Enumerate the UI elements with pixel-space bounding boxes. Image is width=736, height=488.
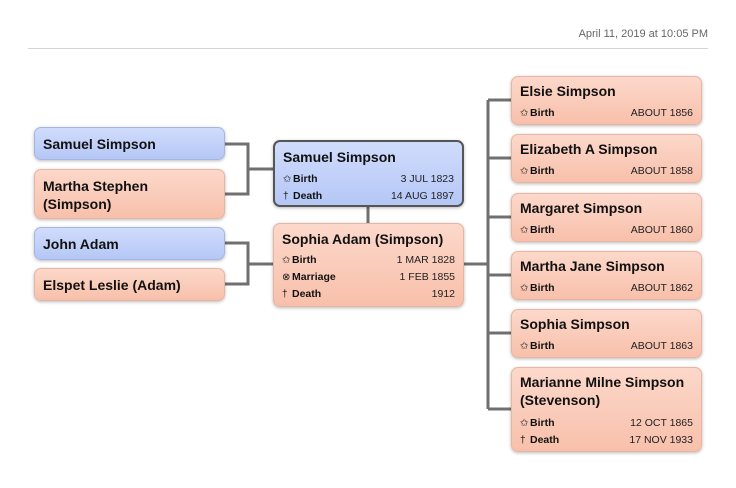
- birth-event: ✩Birth ABOUT 1858: [520, 165, 693, 177]
- person-name: Martha Jane Simpson: [520, 258, 665, 274]
- connector-children: [462, 98, 512, 411]
- connector-paternal-grandparents: [225, 142, 274, 196]
- person-name: Elspet Leslie (Adam): [43, 277, 181, 293]
- rings-icon: ⊗: [282, 272, 291, 283]
- birth-event: ✩Birth ABOUT 1862: [520, 282, 693, 294]
- person-name: John Adam: [43, 236, 119, 252]
- birth-event: ✩Birth 3 JUL 1823: [283, 173, 454, 185]
- child-card[interactable]: Margaret Simpson ✩Birth ABOUT 1860: [511, 193, 702, 242]
- grandparent-card-maternal-grandfather[interactable]: John Adam: [34, 227, 225, 260]
- star-icon: ✩: [520, 418, 529, 429]
- birth-event: ✩Birth 1 MAR 1828: [282, 254, 455, 266]
- person-name: Marianne Milne Simpson (Stevenson): [520, 374, 685, 408]
- death-event: †Death 1912: [282, 288, 455, 300]
- child-card[interactable]: Elsie Simpson ✩Birth ABOUT 1856: [511, 76, 702, 125]
- star-icon: ✩: [520, 341, 529, 352]
- child-card[interactable]: Sophia Simpson ✩Birth ABOUT 1863: [511, 309, 702, 358]
- father-card[interactable]: Samuel Simpson ✩Birth 3 JUL 1823 †Death …: [273, 140, 464, 207]
- grandparent-card-paternal-grandfather[interactable]: Samuel Simpson: [34, 127, 225, 160]
- child-card[interactable]: Elizabeth A Simpson ✩Birth ABOUT 1858: [511, 134, 702, 183]
- star-icon: ✩: [283, 174, 292, 185]
- person-name: Elsie Simpson: [520, 83, 616, 99]
- grandparent-card-paternal-grandmother[interactable]: Martha Stephen (Simpson): [34, 169, 225, 219]
- person-name: Samuel Simpson: [283, 149, 396, 165]
- birth-event: ✩Birth ABOUT 1856: [520, 107, 693, 119]
- star-icon: ✩: [282, 255, 291, 266]
- star-icon: ✩: [520, 108, 529, 119]
- cross-icon: †: [283, 191, 289, 202]
- connector-maternal-grandparents: [225, 241, 274, 286]
- person-name: Margaret Simpson: [520, 200, 643, 216]
- cross-icon: †: [520, 435, 526, 446]
- star-icon: ✩: [520, 225, 529, 236]
- birth-event: ✩Birth 12 OCT 1865: [520, 417, 693, 429]
- birth-event: ✩Birth ABOUT 1860: [520, 224, 693, 236]
- death-event: †Death 14 AUG 1897: [283, 190, 454, 202]
- star-icon: ✩: [520, 166, 529, 177]
- star-icon: ✩: [520, 283, 529, 294]
- header-divider: [28, 48, 708, 49]
- child-card[interactable]: Martha Jane Simpson ✩Birth ABOUT 1862: [511, 251, 702, 300]
- birth-event: ✩Birth ABOUT 1863: [520, 340, 693, 352]
- child-card[interactable]: Marianne Milne Simpson (Stevenson) ✩Birt…: [511, 367, 702, 452]
- marriage-event: ⊗Marriage 1 FEB 1855: [282, 271, 455, 283]
- person-name: Sophia Adam (Simpson): [282, 231, 444, 247]
- mother-card[interactable]: Sophia Adam (Simpson) ✩Birth 1 MAR 1828 …: [273, 223, 464, 307]
- person-name: Martha Stephen (Simpson): [43, 178, 149, 212]
- death-event: †Death 17 NOV 1933: [520, 434, 693, 446]
- person-name: Elizabeth A Simpson: [520, 141, 658, 157]
- cross-icon: †: [282, 289, 288, 300]
- person-name: Sophia Simpson: [520, 316, 630, 332]
- grandparent-card-maternal-grandmother[interactable]: Elspet Leslie (Adam): [34, 268, 225, 301]
- report-timestamp: April 11, 2019 at 10:05 PM: [578, 28, 708, 40]
- person-name: Samuel Simpson: [43, 136, 156, 152]
